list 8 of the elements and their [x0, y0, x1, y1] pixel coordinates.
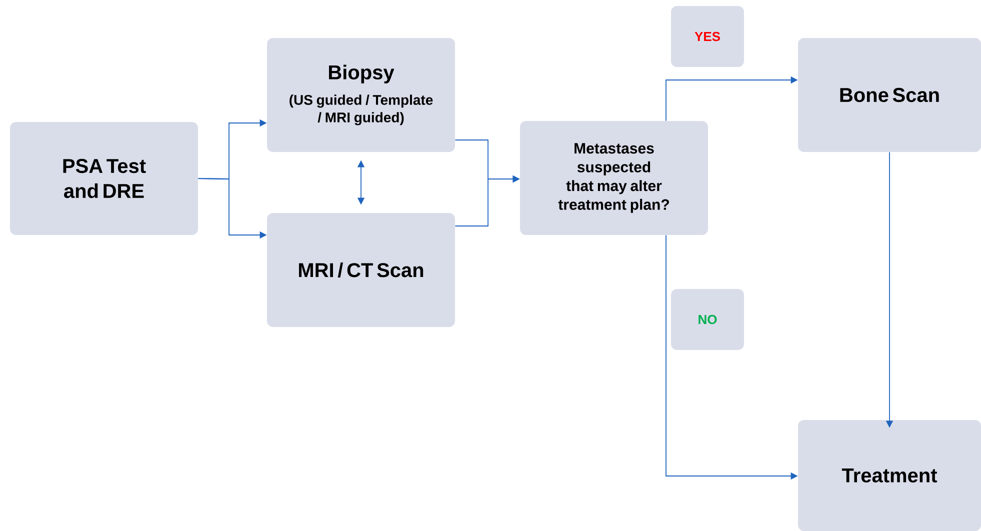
process-box: Treatment — [798, 420, 981, 531]
process-box: MRI / CT Scan — [267, 213, 455, 327]
process-box: Bone Scan — [798, 38, 981, 152]
decision-box: Metastases suspected that may alter treatment plan? — [520, 121, 708, 235]
answer-box: NO — [671, 289, 744, 350]
answer-box: YES — [671, 6, 744, 67]
process-box: Biopsy (US guided / Template / MRI guided) — [267, 38, 455, 152]
process-box: PSA Test and DRE — [10, 122, 198, 235]
